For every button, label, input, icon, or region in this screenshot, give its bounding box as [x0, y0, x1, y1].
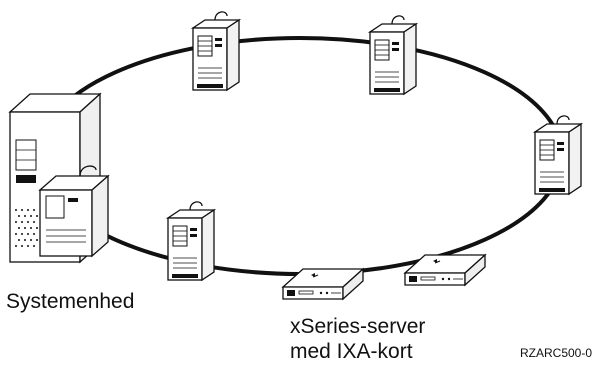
server-label-line2: med IXA-kort [290, 340, 413, 363]
tower-server-bottom-left [167, 201, 215, 281]
xseries-server-2 [404, 254, 486, 286]
tower-server-top-left [192, 11, 240, 91]
server-label-line1: xSeries-server [290, 315, 426, 338]
system-unit [8, 92, 110, 264]
figure-code: RZARC500-0 [520, 346, 593, 360]
tower-server-right [534, 115, 582, 195]
tower-server-top-right [369, 15, 417, 95]
ring-cable [36, 36, 564, 276]
system-unit-label: Systemenhed [6, 290, 135, 313]
